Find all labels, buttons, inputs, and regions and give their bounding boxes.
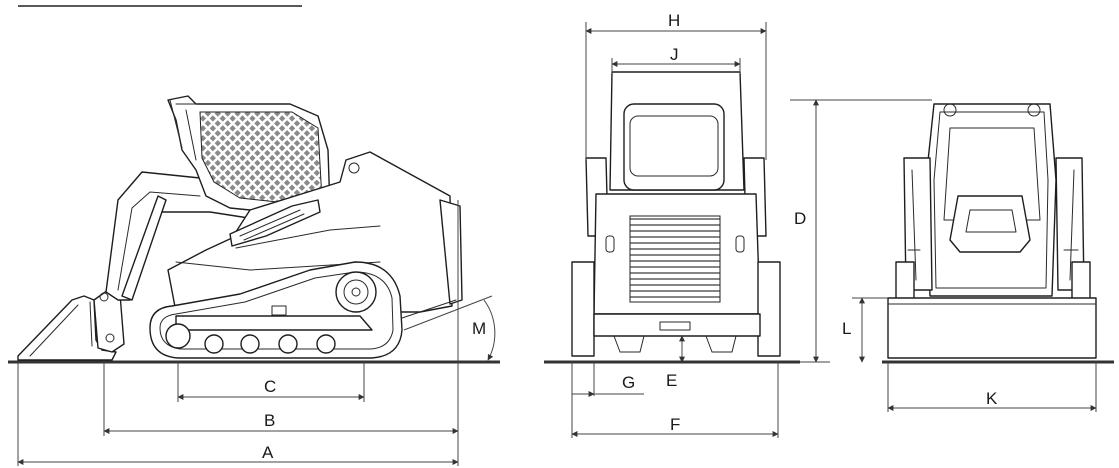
label-k: K [986,389,998,408]
label-d: D [794,209,806,228]
dimension-lines [17,22,1097,466]
label-j: J [670,45,679,64]
dimension-labels: A B C M H J G E F D L K [262,11,998,462]
front-view-loader [887,103,1097,359]
label-h: H [668,11,680,30]
label-e: E [666,371,677,390]
label-m: M [472,319,486,338]
side-view-loader [17,95,463,361]
rear-view-loader [571,71,781,357]
label-l: L [842,319,851,338]
label-f: F [670,415,680,434]
label-a: A [262,443,274,462]
label-b: B [264,411,275,430]
label-c: C [264,377,276,396]
label-g: G [622,373,635,392]
